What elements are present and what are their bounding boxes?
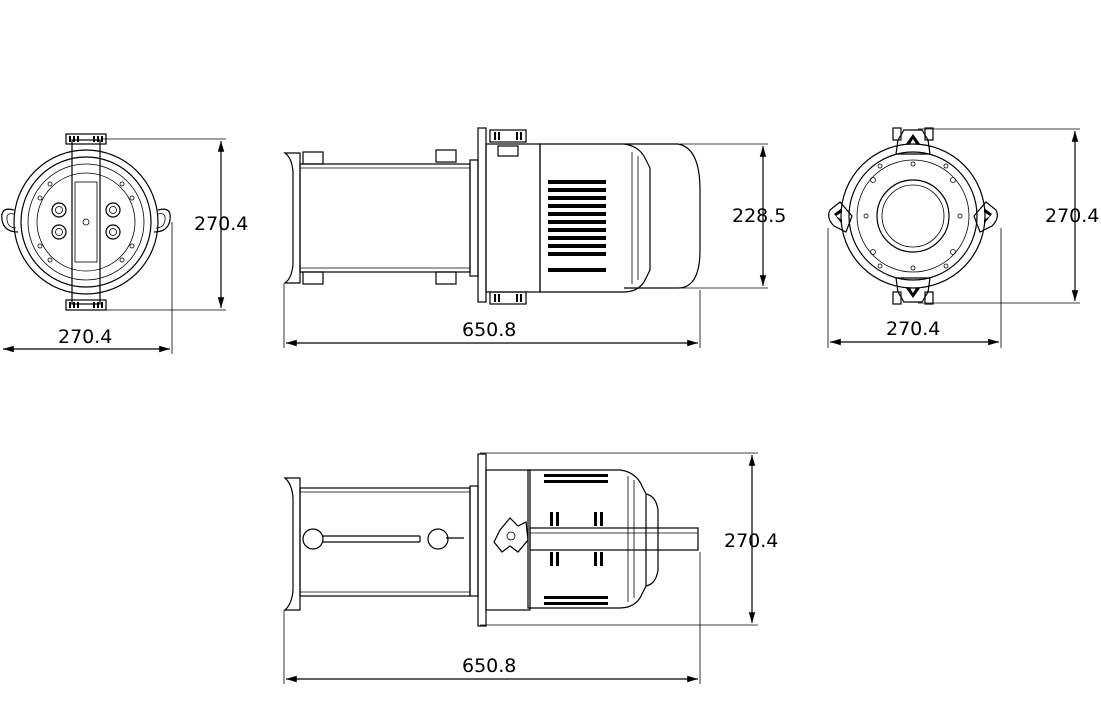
side-view-top-dimensions: 650.8 228.5	[283, 143, 786, 348]
front-height-dimension-label: 270.4	[194, 213, 248, 235]
side-view-bottom	[283, 453, 699, 627]
front-width-dimension-label: 270.4	[58, 326, 112, 348]
rear-view-dimensions: 270.4 270.4	[827, 128, 1099, 348]
side-view-bottom-dimensions: 650.8 270.4	[283, 452, 778, 684]
front-view	[1, 133, 171, 311]
side-bottom-height-dimension-label: 270.4	[724, 530, 778, 552]
side-view-top	[283, 127, 701, 305]
vent-slots-top	[548, 180, 606, 272]
rear-width-dimension-label: 270.4	[886, 318, 940, 340]
vent-slots-bottom	[544, 474, 608, 605]
front-view-dimensions: 270.4 270.4	[2, 138, 248, 354]
side-top-length-dimension-label: 650.8	[462, 319, 516, 341]
rear-height-dimension-label: 270.4	[1045, 205, 1099, 227]
side-top-height-dimension-label: 228.5	[732, 205, 786, 227]
rear-view	[828, 127, 998, 305]
side-bottom-length-dimension-label: 650.8	[462, 655, 516, 677]
